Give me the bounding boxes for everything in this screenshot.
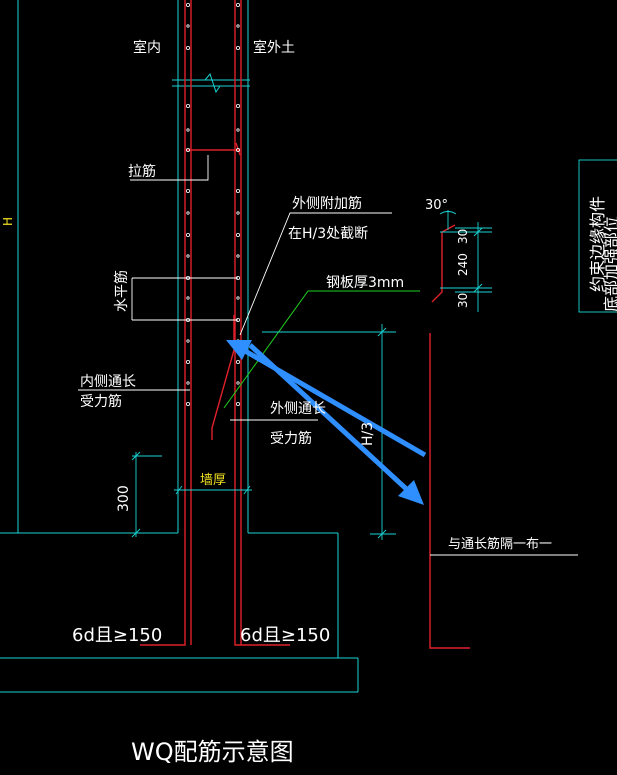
label-outer-extra-bar: 外侧附加筋 (292, 195, 362, 212)
dim-h: H (1, 217, 15, 226)
break-symbol (204, 72, 221, 94)
drawing-title: WQ配筋示意图 (131, 738, 294, 766)
dim-h3: H/3 (360, 422, 376, 446)
text-labels: 室内 室外土 拉筋 外侧附加筋 在H/3处截断 钢板厚3mm 水平筋 内侧通长 … (72, 39, 552, 766)
tie-bar-hook (235, 142, 241, 156)
steel-plate-leader (223, 290, 420, 409)
label-wall-thickness: 墙厚 (200, 473, 226, 488)
label-outer-long-bar-1: 外侧通长 (270, 401, 326, 417)
label-cut-at-h3: 在H/3处截断 (288, 226, 368, 242)
label-angle: 30° (425, 198, 448, 213)
tie-bar-leader (130, 155, 209, 181)
dimension-text: 300 H/3 30 240 30 (116, 229, 470, 512)
label-inner-long-bar-2: 受力筋 (80, 393, 122, 410)
arrow-head-long-bar (398, 480, 424, 505)
arrow-head-extra-bar (226, 340, 252, 360)
steel-plate-profile (431, 224, 456, 303)
label-inner-long-bar-1: 内侧通长 (80, 374, 136, 390)
dim-300: 300 (116, 485, 132, 512)
label-anchor-left: 6d且≥150 (72, 625, 162, 646)
dim-detail-240: 240 (456, 253, 470, 276)
detail-long-bar (429, 333, 470, 649)
label-tie-bar: 拉筋 (128, 163, 156, 180)
label-anchor-right: 6d且≥150 (240, 625, 330, 646)
highlight-arrows (226, 340, 427, 505)
label-outdoor-soil: 室外土 (253, 39, 295, 56)
rebar-section-dots (185, 3, 240, 406)
outer-extra-bar (211, 315, 235, 440)
outer-long-bar-left (234, 0, 290, 646)
side-label-2: 底部加强部位 (602, 216, 617, 312)
side-label-1: 约束边缘构件 (588, 196, 607, 292)
inner-long-bar-left (140, 0, 186, 646)
dim-detail-30-bottom: 30 (456, 293, 470, 308)
side-label-box (578, 159, 617, 313)
dim-detail-30-top: 30 (456, 229, 470, 244)
side-box-labels: 约束边缘构件 底部加强部位 (588, 196, 617, 312)
label-steel-plate: 钢板厚3mm (326, 275, 404, 291)
rebar-group (140, 0, 470, 649)
leader-lines (78, 155, 578, 556)
outer-extra-bar-leader (239, 212, 392, 336)
label-spacing-note: 与通长筋隔一布一 (448, 536, 552, 552)
label-indoor: 室内 (133, 39, 161, 56)
arrow-to-long-bar (248, 343, 416, 498)
wall-structure-outline (0, 0, 359, 693)
label-horizontal-bar: 水平筋 (113, 270, 130, 312)
label-outer-long-bar-2: 受力筋 (270, 430, 312, 447)
